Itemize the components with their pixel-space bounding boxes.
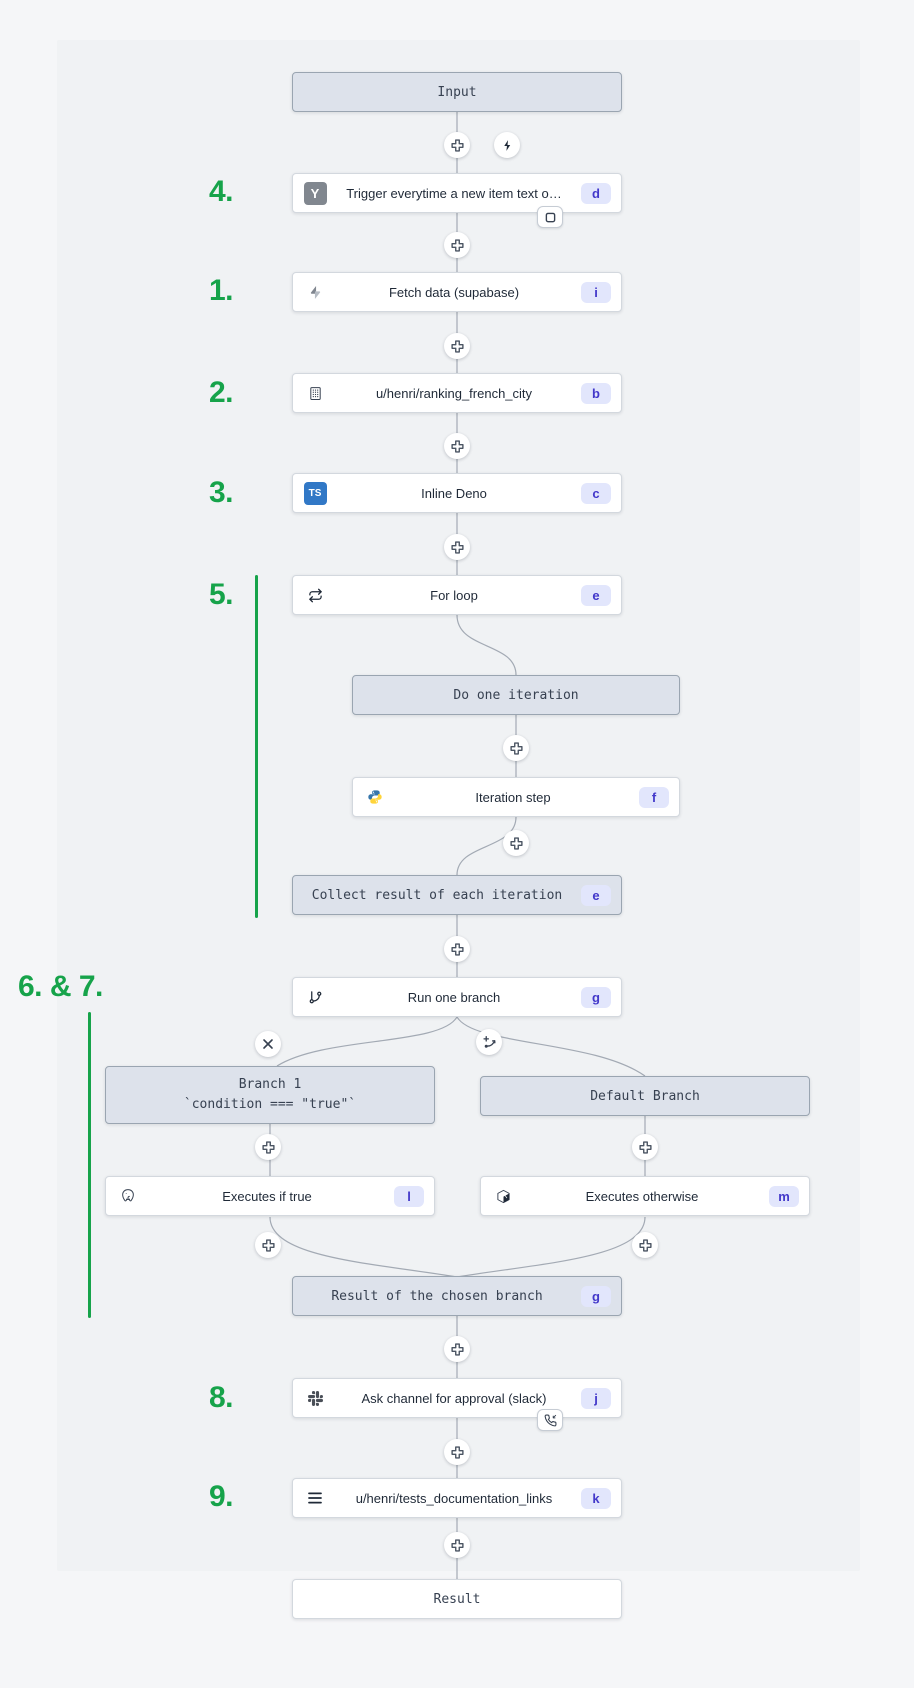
typescript-icon: TS	[303, 481, 327, 505]
trigger-bolt-button[interactable]	[494, 132, 520, 158]
node-default-branch-label: Default Branch	[590, 1088, 700, 1104]
node-tests-documentation-links-badge: k	[581, 1487, 611, 1509]
node-for-loop[interactable]: For loop e	[292, 575, 622, 615]
node-ranking-french-city-badge: b	[581, 382, 611, 404]
node-do-one-iteration[interactable]: Do one iteration	[352, 675, 680, 715]
slack-icon	[303, 1386, 327, 1410]
node-trigger-badge: d	[581, 182, 611, 204]
add-step-button[interactable]	[632, 1134, 658, 1160]
add-step-button[interactable]	[444, 433, 470, 459]
annotation-line-branch	[88, 1012, 91, 1318]
delete-branch-button[interactable]	[255, 1031, 281, 1057]
node-run-one-branch-badge: g	[581, 986, 611, 1008]
node-slack-approval-label: Ask channel for approval (slack)	[361, 1390, 547, 1406]
branch-1-condition: `condition === "true"`	[183, 1096, 357, 1112]
python-icon	[363, 785, 387, 809]
add-step-button[interactable]	[444, 333, 470, 359]
branch-1-title: Branch 1	[238, 1076, 302, 1092]
hackernews-icon: Y	[303, 181, 327, 205]
node-result-chosen-branch-badge: g	[581, 1285, 611, 1307]
node-inline-deno-badge: c	[581, 482, 611, 504]
step-label-4: 4.	[208, 175, 234, 208]
node-slack-approval[interactable]: Ask channel for approval (slack) j	[292, 1378, 622, 1418]
node-iteration-step-badge: f	[639, 786, 669, 808]
node-executes-otherwise-badge: m	[769, 1185, 799, 1207]
node-result[interactable]: Result	[292, 1579, 622, 1619]
node-trigger[interactable]: Y Trigger everytime a new item text o… d	[292, 173, 622, 213]
node-run-one-branch-label: Run one branch	[407, 989, 501, 1005]
node-fetch-data[interactable]: Fetch data (supabase) i	[292, 272, 622, 312]
node-result-chosen-branch[interactable]: Result of the chosen branch g	[292, 1276, 622, 1316]
node-default-branch[interactable]: Default Branch	[480, 1076, 810, 1116]
add-step-button[interactable]	[444, 132, 470, 158]
node-executes-if-true-badge: l	[394, 1185, 424, 1207]
node-tests-documentation-links[interactable]: u/henri/tests_documentation_links k	[292, 1478, 622, 1518]
add-branch-button[interactable]	[476, 1029, 502, 1055]
node-branch-1[interactable]: Branch 1 `condition === "true"`	[105, 1066, 435, 1124]
node-ranking-french-city-label: u/henri/ranking_french_city	[375, 385, 533, 401]
node-executes-otherwise[interactable]: Executes otherwise m	[480, 1176, 810, 1216]
node-collect-result-badge: e	[581, 884, 611, 906]
node-collect-result-label: Collect result of each iteration	[311, 887, 563, 903]
add-step-button[interactable]	[255, 1134, 281, 1160]
node-iteration-step[interactable]: Iteration step f	[352, 777, 680, 817]
add-step-button[interactable]	[444, 1439, 470, 1465]
node-inline-deno[interactable]: TS Inline Deno c	[292, 473, 622, 513]
node-fetch-data-label: Fetch data (supabase)	[388, 284, 520, 300]
add-step-button[interactable]	[444, 534, 470, 560]
node-input-label: Input	[437, 84, 477, 100]
node-result-label: Result	[433, 1591, 481, 1607]
node-ranking-french-city[interactable]: u/henri/ranking_french_city b	[292, 373, 622, 413]
menu-icon	[303, 1486, 327, 1510]
add-step-button[interactable]	[444, 936, 470, 962]
node-fetch-data-badge: i	[581, 281, 611, 303]
step-label-2: 2.	[208, 376, 234, 409]
node-do-one-iteration-label: Do one iteration	[453, 687, 579, 703]
add-step-button[interactable]	[503, 735, 529, 761]
node-slack-approval-badge: j	[581, 1387, 611, 1409]
node-executes-otherwise-label: Executes otherwise	[585, 1188, 699, 1204]
node-executes-if-true-label: Executes if true	[222, 1188, 312, 1204]
early-stop-indicator[interactable]	[537, 206, 563, 228]
node-run-one-branch[interactable]: Run one branch g	[292, 977, 622, 1017]
add-step-button[interactable]	[444, 1336, 470, 1362]
step-label-3: 3.	[208, 476, 234, 509]
step-label-8: 8.	[208, 1381, 234, 1414]
postgresql-icon	[116, 1184, 140, 1208]
add-step-button[interactable]	[444, 232, 470, 258]
loop-icon	[303, 583, 327, 607]
annotation-line-loop	[255, 575, 258, 918]
node-collect-result[interactable]: Collect result of each iteration e	[292, 875, 622, 915]
add-step-button[interactable]	[444, 1532, 470, 1558]
step-label-5: 5.	[208, 578, 234, 611]
node-tests-documentation-links-label: u/henri/tests_documentation_links	[355, 1490, 553, 1506]
add-step-button[interactable]	[632, 1232, 658, 1258]
add-step-button[interactable]	[255, 1232, 281, 1258]
add-step-button[interactable]	[503, 830, 529, 856]
step-label-6-7: 6. & 7.	[18, 970, 103, 1003]
node-inline-deno-label: Inline Deno	[421, 485, 487, 501]
building-icon	[303, 381, 327, 405]
node-result-chosen-branch-label: Result of the chosen branch	[331, 1288, 543, 1304]
suspend-approval-indicator[interactable]	[537, 1409, 563, 1431]
node-executes-if-true[interactable]: Executes if true l	[105, 1176, 435, 1216]
node-for-loop-label: For loop	[430, 587, 478, 603]
git-branch-icon	[303, 985, 327, 1009]
node-for-loop-badge: e	[581, 584, 611, 606]
supabase-icon	[303, 280, 327, 304]
step-label-1: 1.	[208, 274, 234, 307]
cube-icon	[491, 1184, 515, 1208]
node-iteration-step-label: Iteration step	[475, 789, 551, 805]
node-trigger-label: Trigger everytime a new item text o…	[346, 185, 562, 201]
node-input[interactable]: Input	[292, 72, 622, 112]
step-label-9: 9.	[208, 1480, 234, 1513]
